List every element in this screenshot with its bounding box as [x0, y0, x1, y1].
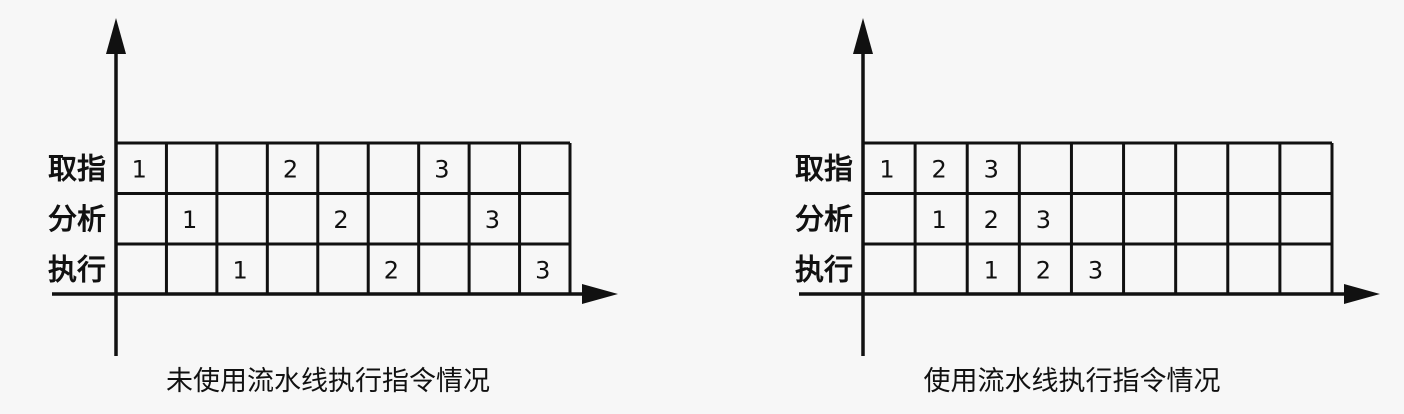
cell-value: 3: [485, 206, 500, 234]
row-label: 执行: [48, 252, 106, 286]
diagram-caption: 使用流水线执行指令情况: [924, 366, 1221, 397]
cell-value: 3: [1088, 256, 1103, 284]
cell-value: 1: [182, 206, 197, 234]
cell-value: 2: [932, 155, 947, 183]
cell-value: 3: [535, 256, 550, 284]
cell-value: 1: [932, 206, 947, 234]
cell-value: 2: [384, 256, 399, 284]
row-label: 分析: [48, 202, 106, 236]
row-label: 执行: [795, 252, 853, 286]
cell-value: 1: [879, 155, 894, 183]
row-label: 取指: [795, 151, 853, 185]
cell-value: 2: [984, 206, 999, 234]
cell-value: 2: [283, 155, 298, 183]
cell-value: 3: [1036, 206, 1051, 234]
y-axis-arrow-icon: [106, 18, 126, 54]
y-axis-arrow-icon: [853, 18, 873, 54]
diagram-caption: 未使用流水线执行指令情况: [166, 366, 490, 397]
cell-value: 2: [333, 206, 348, 234]
x-axis-arrow-icon: [582, 284, 618, 304]
cell-value: 1: [132, 155, 147, 183]
cell-value: 3: [434, 155, 449, 183]
row-label: 取指: [48, 151, 106, 185]
row-label: 分析: [795, 202, 853, 236]
x-axis-arrow-icon: [1344, 284, 1380, 304]
cell-value: 2: [1036, 256, 1051, 284]
cell-value: 1: [232, 256, 247, 284]
cell-value: 3: [984, 155, 999, 183]
cell-value: 1: [984, 256, 999, 284]
